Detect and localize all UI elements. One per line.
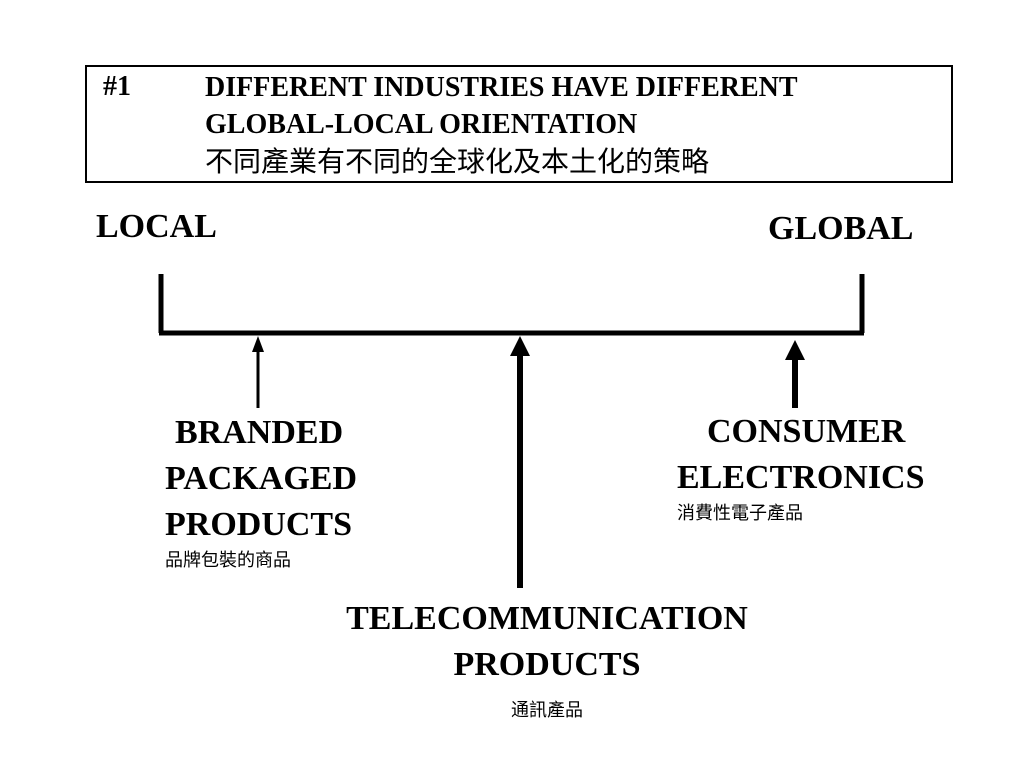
consumer-electronics-label: CONSUMER ELECTRONICS 消費性電子產品 [677,409,925,527]
consumer-line-2: ELECTRONICS [677,459,925,496]
telecommunication-products-label: TELECOMMUNICATION PRODUCTS 通訊產品 [262,596,832,724]
consumer-chinese: 消費性電子產品 [677,503,803,524]
telecom-chinese: 通訊產品 [511,700,583,721]
telecom-line-1: TELECOMMUNICATION [346,600,748,637]
title-line-chinese: 不同產業有不同的全球化及本土化的策略 [205,145,710,178]
title-line-2: GLOBAL-LOCAL ORIENTATION [205,109,638,140]
consumer-arrow-head [785,340,805,360]
local-label: LOCAL [96,208,217,245]
branded-line-1: BRANDED [175,414,344,451]
branded-line-2: PACKAGED [165,460,358,497]
slide-number: #1 [103,71,131,102]
branded-arrow-head [252,336,264,352]
title-line-1: DIFFERENT INDUSTRIES HAVE DIFFERENT [205,72,798,103]
consumer-line-1: CONSUMER [707,413,906,450]
slide-title: DIFFERENT INDUSTRIES HAVE DIFFERENT GLOB… [205,69,798,181]
title-box: #1 DIFFERENT INDUSTRIES HAVE DIFFERENT G… [85,65,953,183]
branded-chinese: 品牌包裝的商品 [165,550,291,571]
telecom-arrow-head [510,336,530,356]
branded-line-3: PRODUCTS [165,506,353,543]
global-label: GLOBAL [768,210,914,247]
telecom-line-2: PRODUCTS [453,646,641,683]
branded-packaged-products-label: BRANDED PACKAGED PRODUCTS 品牌包裝的商品 [165,410,357,574]
